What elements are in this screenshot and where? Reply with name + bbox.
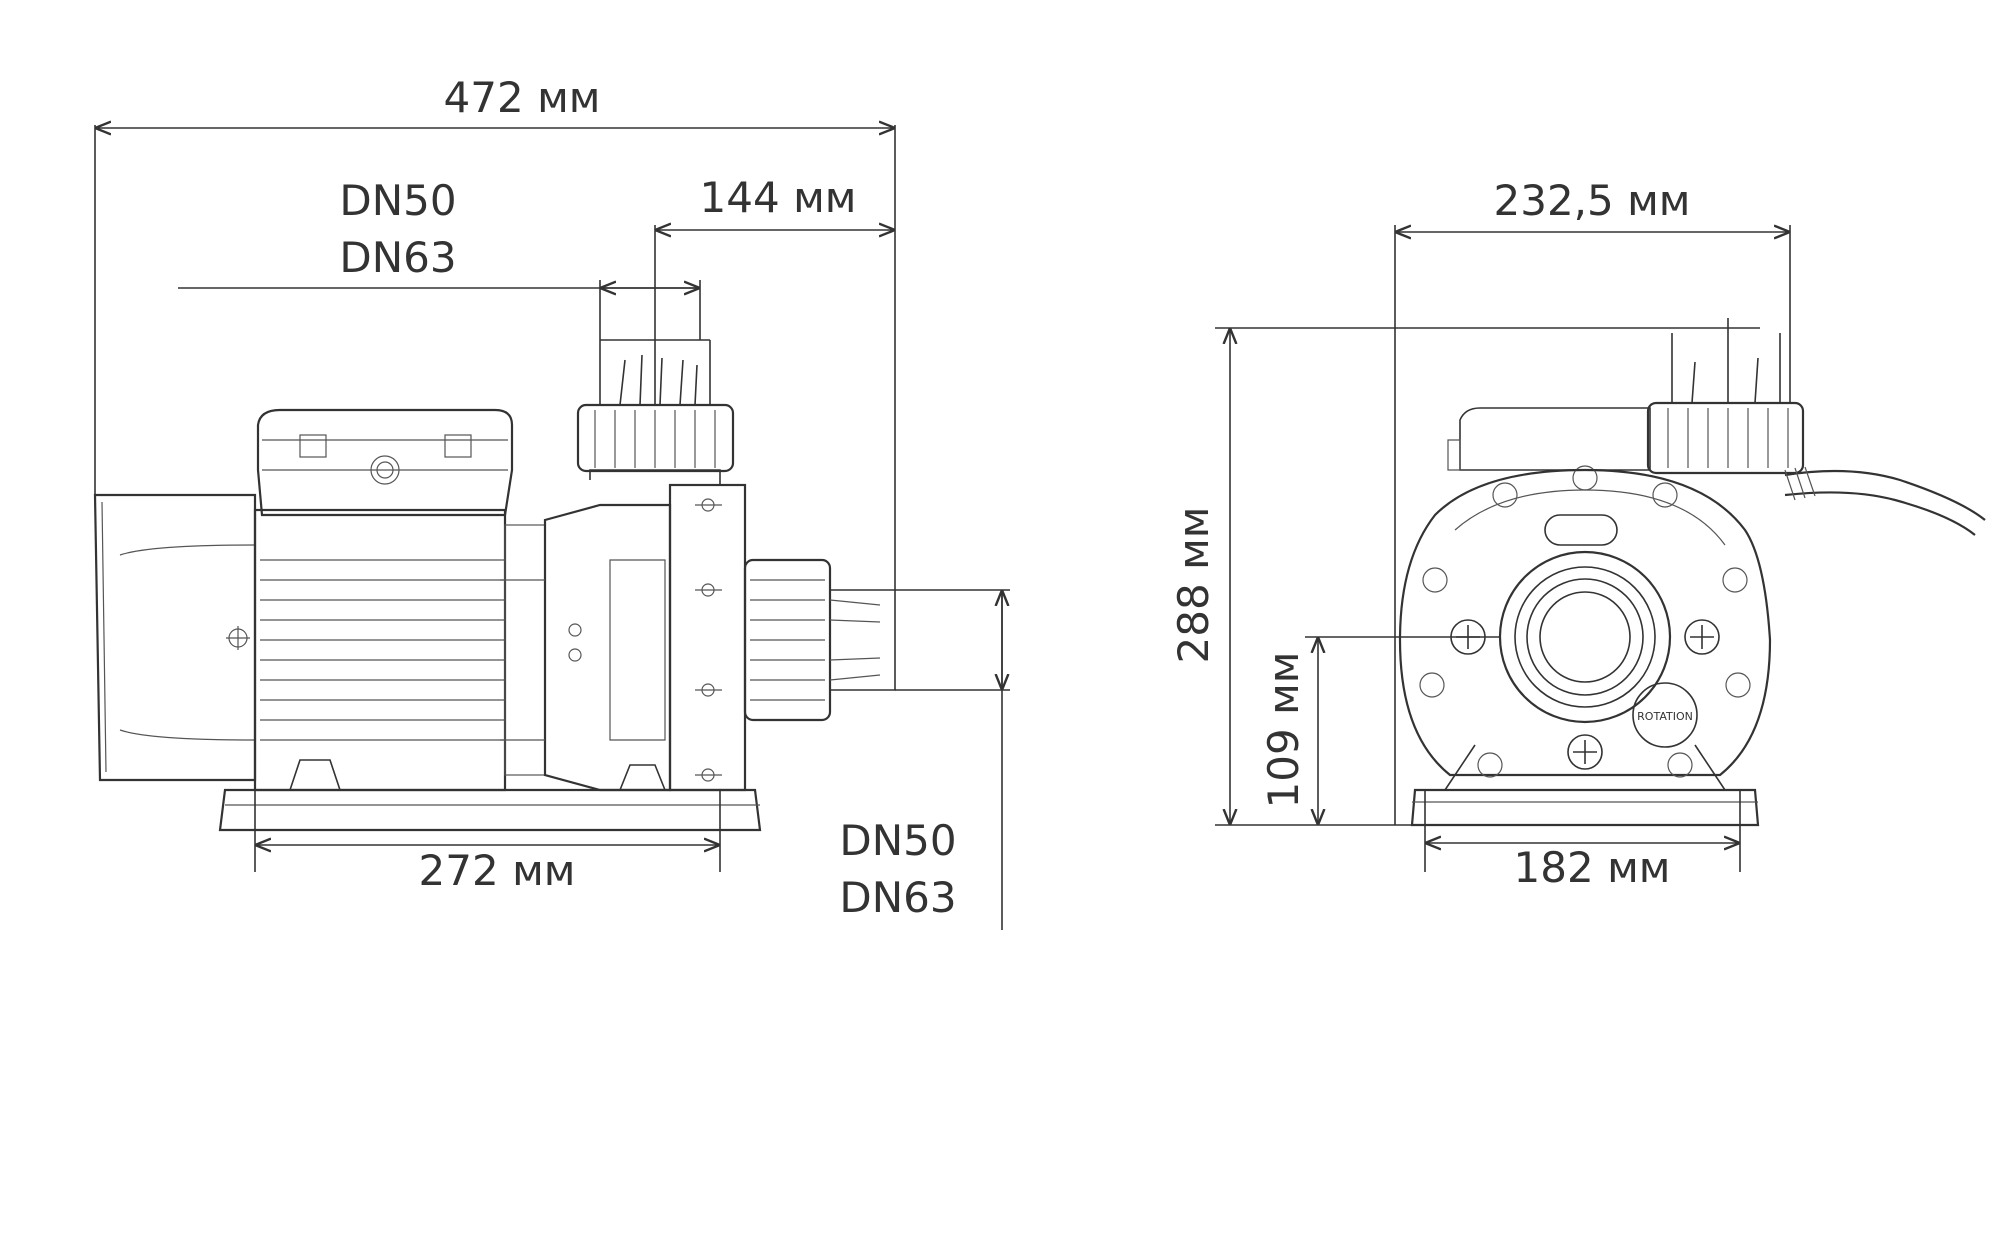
base-width-label: 182 мм <box>1514 843 1671 892</box>
front-base <box>1410 744 1760 827</box>
motor-body <box>253 508 546 792</box>
volute-body: ROTATION <box>1398 465 1772 778</box>
dimension-front-connection: DN50 DN63 <box>839 589 1010 930</box>
base-length-label: 272 мм <box>419 846 576 895</box>
rotation-mark: ROTATION <box>1637 710 1693 723</box>
dimension-height: 288 мм <box>1169 327 1760 826</box>
terminal-box <box>256 408 514 517</box>
front-connection-line1: DN50 <box>839 816 956 865</box>
overall-length-label: 472 мм <box>444 73 601 122</box>
pump-flange <box>668 483 747 792</box>
top-connection-line1: DN50 <box>339 176 456 225</box>
dimension-width: 232,5 мм <box>1394 176 1791 825</box>
height-label: 288 мм <box>1169 507 1218 664</box>
dimension-overall-length: 472 мм <box>94 73 896 590</box>
dimension-top-connection: DN50 DN63 <box>178 176 701 340</box>
dimension-base-width: 182 мм <box>1424 790 1741 892</box>
axis-height-label: 109 мм <box>1259 652 1308 809</box>
dimension-outlet-offset: 144 мм <box>654 173 895 405</box>
dimension-base-length: 272 мм <box>254 790 721 895</box>
front-connection-line2: DN63 <box>839 873 956 922</box>
front-terminal-box <box>1447 318 1805 475</box>
power-cable <box>1784 466 1986 536</box>
front-inlet <box>743 558 896 722</box>
width-label: 232,5 мм <box>1494 176 1691 225</box>
fan-cover <box>93 493 257 782</box>
top-connection-line2: DN63 <box>339 233 456 282</box>
pump-base <box>218 759 762 832</box>
front-view: ROTATION <box>1169 176 1986 892</box>
pump-housing <box>500 503 672 792</box>
outlet-offset-label: 144 мм <box>700 173 857 222</box>
dimension-axis-height: 109 мм <box>1259 636 1500 825</box>
side-view: 472 мм 144 мм DN50 DN63 272 мм <box>93 73 1010 930</box>
